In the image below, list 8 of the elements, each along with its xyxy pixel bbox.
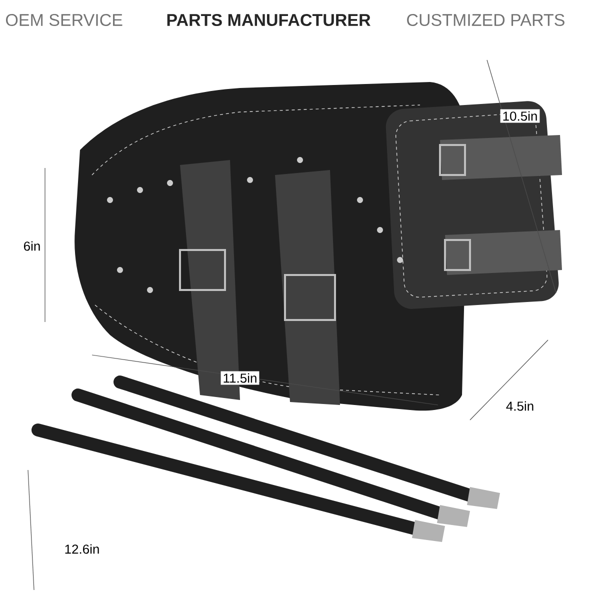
- dimension-label: 11.5in: [220, 371, 260, 385]
- header-text: CUSTMIZED PARTS: [407, 14, 564, 26]
- header-text: OEM SERVICE: [6, 14, 122, 26]
- dimension-label: 10.5in: [500, 109, 540, 123]
- dimension-label: 6in: [21, 239, 43, 253]
- dimension-label: 4.5in: [504, 399, 536, 413]
- dimension-label: 12.6in: [62, 542, 102, 556]
- header-text: PARTS MANUFACTURER: [167, 14, 370, 26]
